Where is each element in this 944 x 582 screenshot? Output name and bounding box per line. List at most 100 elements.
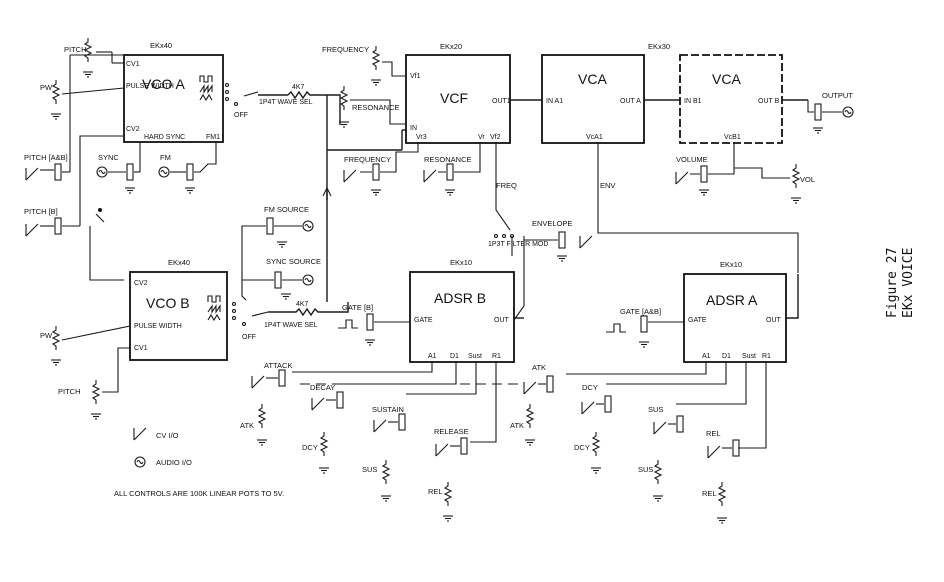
vco-b-part: EKx40 (168, 258, 190, 267)
pitch-b-label: PITCH [B] (24, 207, 58, 216)
vcf-vf1: Vf1 (410, 73, 421, 80)
adsr-b-gate: GATE (414, 317, 433, 324)
sustain-label: SUSTAIN (372, 405, 404, 414)
vco-a-cv1: CV1 (126, 61, 140, 68)
adsr-a-part: EKx10 (720, 260, 742, 269)
cv-legend-icon (133, 427, 147, 441)
vca1-block (541, 54, 645, 144)
vca1-name: VCA (578, 71, 607, 87)
dcy-a-cv-label: DCY (582, 383, 598, 392)
vca2-out: OUT B (758, 98, 780, 105)
vco-a-sync: HARD SYNC (144, 134, 185, 141)
vco-a-fm: FM1 (206, 134, 220, 141)
vco-b-pitch-label: PITCH (58, 387, 81, 396)
adsr-b-name: ADSR B (434, 290, 486, 306)
pw-label: PW (40, 83, 53, 92)
vco-b-wave-sel: 1P4T WAVE SEL (264, 322, 318, 329)
adsr-b-r: R1 (492, 353, 501, 360)
atk-a-label: ATK (510, 421, 524, 430)
vcf-freq-label: FREQ (496, 181, 517, 190)
vco-a-pw: PULSE WIDTH (126, 83, 174, 90)
cv-legend-label: CV I/O (156, 431, 179, 440)
figure-title: EKx VOICE (901, 248, 916, 318)
vcf-resonance-label: RESONANCE (352, 103, 400, 112)
dcy-a-label: DCY (574, 443, 590, 452)
adsr-a-a: A1 (702, 353, 711, 360)
vco-b-name: VCO B (146, 295, 190, 311)
fm-source-label: FM SOURCE (264, 205, 309, 214)
vca2-block (679, 54, 783, 144)
adsr-b-a: A1 (428, 353, 437, 360)
gate-ab-label: GATE [A&B] (620, 307, 661, 316)
vcf-part: EKx20 (440, 42, 462, 51)
rel-a-label: REL (702, 489, 717, 498)
sus-a-cv-label: SUS (648, 405, 663, 414)
vca2-name: VCA (712, 71, 741, 87)
vco-b-cv1: CV1 (134, 345, 148, 352)
vco-a-block (123, 54, 224, 143)
adsr-a-d: D1 (722, 353, 731, 360)
filter-mod-label-1: 1P3T FILTER MOD (488, 241, 548, 248)
vco-b-resistor-value: 4K7 (296, 301, 309, 308)
vcf-vr3: Vr3 (416, 134, 427, 141)
vcf-block (405, 54, 511, 144)
rel-b-label: REL (428, 487, 443, 496)
sync-source-label: SYNC SOURCE (266, 257, 321, 266)
vcf-mod-frequency-label: FREQUENCY (344, 155, 391, 164)
vco-a-off: OFF (234, 112, 248, 119)
vcf-vr: Vr (478, 134, 485, 141)
vco-a-part: EKx40 (150, 41, 172, 50)
adsr-a-out: OUT (766, 317, 782, 324)
fm-label: FM (160, 153, 171, 162)
vco-a-name: VCO A (142, 76, 185, 92)
vco-b-pw-label: PW (40, 331, 53, 340)
vco-b-off: OFF (242, 334, 256, 341)
dcy-b-label: DCY (302, 443, 318, 452)
adsr-a-gate: GATE (688, 317, 707, 324)
vco-b-block (129, 271, 228, 361)
atk-a-cv-label: ATK (532, 363, 546, 372)
vol-label: VOL (800, 175, 815, 184)
volume-label: VOLUME (676, 155, 708, 164)
vca1-in: IN A1 (546, 98, 563, 105)
adsr-b-part: EKx10 (450, 258, 472, 267)
audio-legend-icon (134, 456, 146, 468)
vca1-out: OUT A (620, 98, 641, 105)
gate-b-label: GATE [B] (342, 303, 373, 312)
sus-a-label: SUS (638, 465, 653, 474)
vca-part: EKx30 (648, 42, 670, 51)
vco-a-cv2: CV2 (126, 126, 140, 133)
attack-label: ATTACK (264, 361, 292, 370)
audio-legend-label: AUDIO I/O (156, 458, 192, 467)
adsr-a-name: ADSR A (706, 292, 758, 308)
vcf-mod-resonance-label: RESONANCE (424, 155, 472, 164)
vco-a-resistor (287, 90, 341, 125)
legend-note: ALL CONTROLS ARE 100K LINEAR POTS TO 5V. (114, 489, 284, 498)
adsr-b-s: Sust (468, 353, 482, 360)
rel-a-cv-label: REL (706, 429, 721, 438)
vcf-out: OUT1 (492, 98, 511, 105)
decay-label: DECAY (310, 383, 335, 392)
pitch-label: PITCH (64, 45, 87, 54)
adsr-b-out: OUT (494, 317, 510, 324)
vcf-frequency-label: FREQUENCY (322, 45, 369, 54)
envelope-label: ENVELOPE (532, 219, 572, 228)
vco-b-waveforms (207, 295, 221, 322)
vca2-vc: VcB1 (724, 134, 741, 141)
env-label: ENV (600, 181, 615, 190)
adsr-a-r: R1 (762, 353, 771, 360)
vcf-name: VCF (440, 90, 468, 106)
output-label: OUTPUT (822, 91, 853, 100)
sync-label: SYNC (98, 153, 119, 162)
vcf-in: IN (410, 125, 417, 132)
adsr-a-s: Sust (742, 353, 756, 360)
pitch-ab-label: PITCH [A&B] (24, 153, 68, 162)
vca2-in: IN B1 (684, 98, 702, 105)
vco-a-waveforms (199, 75, 213, 102)
vcf-vf2: Vf2 (490, 134, 501, 141)
atk-b-label: ATK (240, 421, 254, 430)
figure-number: Figure 27 (885, 248, 900, 318)
vco-b-cv2: CV2 (134, 280, 148, 287)
vco-b-pw: PULSE WIDTH (134, 323, 182, 330)
adsr-b-block (409, 271, 515, 363)
